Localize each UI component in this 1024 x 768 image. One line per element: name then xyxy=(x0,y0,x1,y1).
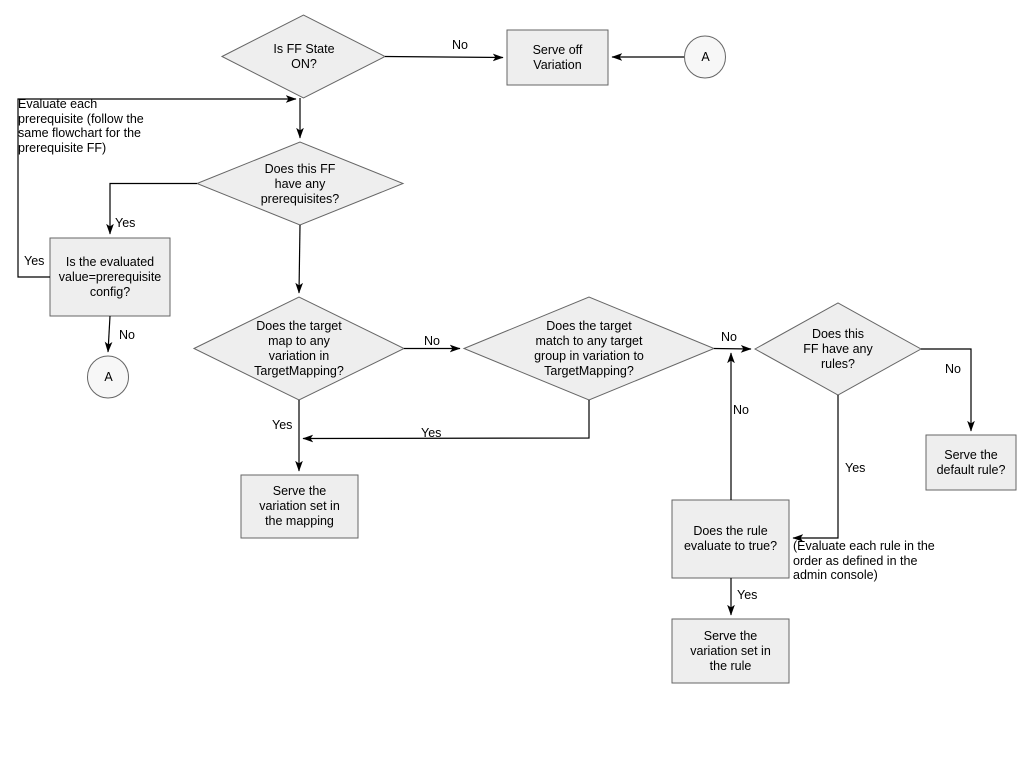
edge-eval-value-to-connector-a xyxy=(104,315,113,353)
edge-eval-value-yes-loop xyxy=(17,95,297,278)
node-shape-connector-a-top[interactable] xyxy=(684,35,726,79)
edge-label-rule-true-no: No xyxy=(733,403,749,417)
edge-target-group-to-has-rules xyxy=(713,345,752,353)
edge-label-rule-true-yes: Yes xyxy=(737,588,758,602)
edge-label-target-map-yes: Yes xyxy=(272,418,293,432)
edge-label-eval-value-no: No xyxy=(119,328,135,342)
node-shape-serve-off[interactable] xyxy=(506,29,609,86)
edge-label-eval-value-yes: Yes xyxy=(24,254,45,268)
edge-label-has-rules-no: No xyxy=(945,362,961,376)
edge-label-has-rules-yes: Yes xyxy=(845,461,866,475)
edge-label-has-prereq-yes: Yes xyxy=(115,216,136,230)
node-shape-target-group[interactable] xyxy=(462,296,716,401)
edge-has-rules-to-rule-true xyxy=(792,395,839,542)
node-shape-connector-a-bottom[interactable] xyxy=(87,355,129,399)
node-shape-serve-rule[interactable] xyxy=(671,618,790,684)
edge-has-prereq-to-eval-value xyxy=(106,182,197,235)
note-rule-order: (Evaluate each rule in the order as defi… xyxy=(793,539,935,582)
node-shape-has-rules[interactable] xyxy=(753,302,923,396)
edge-ff-state-to-serve-off xyxy=(384,53,504,62)
node-shape-rule-true[interactable] xyxy=(671,499,790,579)
node-shape-serve-default[interactable] xyxy=(925,434,1017,491)
edge-target-group-yes-to-serve-mapping xyxy=(302,400,590,443)
note-prereq-evaluation: Evaluate each prerequisite (follow the s… xyxy=(18,97,144,155)
node-shape-has-prereq[interactable] xyxy=(195,141,405,226)
edge-label-target-group-no: No xyxy=(721,330,737,344)
edge-label-target-map-no: No xyxy=(424,334,440,348)
node-shape-eval-value[interactable] xyxy=(49,237,171,317)
node-shape-ff-state[interactable] xyxy=(220,14,387,99)
edge-has-prereq-to-target-map xyxy=(295,224,303,294)
edge-label-target-group-yes: Yes xyxy=(421,426,442,440)
edge-has-rules-to-serve-default xyxy=(921,348,975,432)
node-shape-target-map[interactable] xyxy=(192,296,406,401)
node-shape-serve-mapping[interactable] xyxy=(240,474,359,539)
edge-label-ff-state-no: No xyxy=(452,38,468,52)
